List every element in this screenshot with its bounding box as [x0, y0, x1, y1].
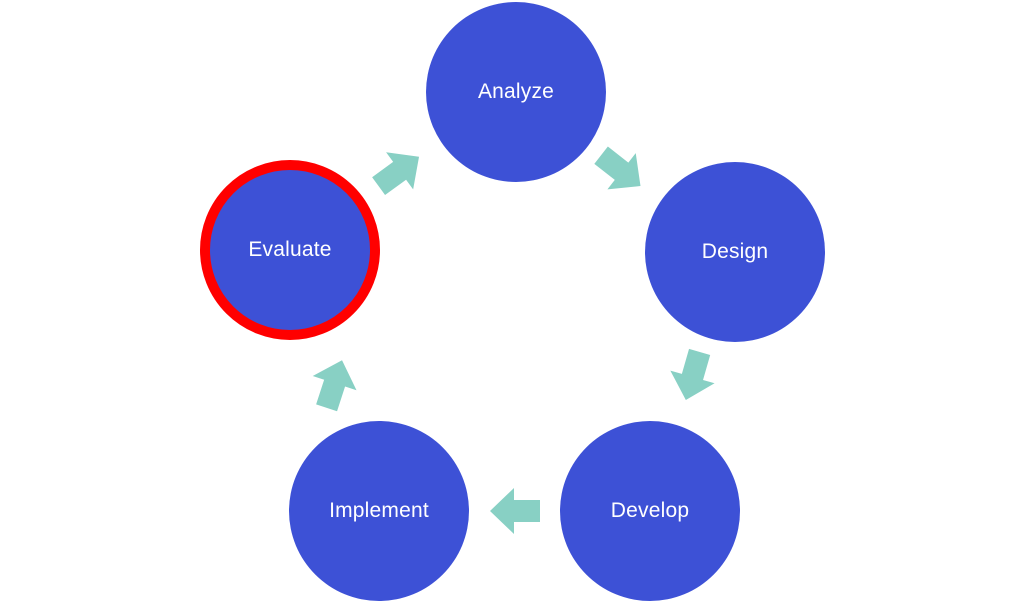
node-analyze-label: Analyze [477, 80, 555, 103]
arrow-implement-to-evaluate [312, 360, 357, 412]
arrow-develop-to-implement [490, 488, 540, 534]
node-design: Design [645, 162, 825, 342]
arrow-evaluate-to-analyze [372, 152, 420, 196]
node-develop: Develop [560, 421, 740, 601]
arrow-design-to-develop [670, 348, 715, 400]
node-evaluate-label: Evaluate [248, 238, 332, 261]
node-develop-label: Develop [610, 499, 690, 522]
node-implement: Implement [289, 421, 469, 601]
node-design-label: Design [701, 240, 769, 263]
arrow-analyze-to-design [594, 146, 641, 190]
node-implement-label: Implement [329, 499, 429, 522]
node-analyze: Analyze [426, 2, 606, 182]
node-evaluate-highlighted: Evaluate [200, 160, 380, 340]
